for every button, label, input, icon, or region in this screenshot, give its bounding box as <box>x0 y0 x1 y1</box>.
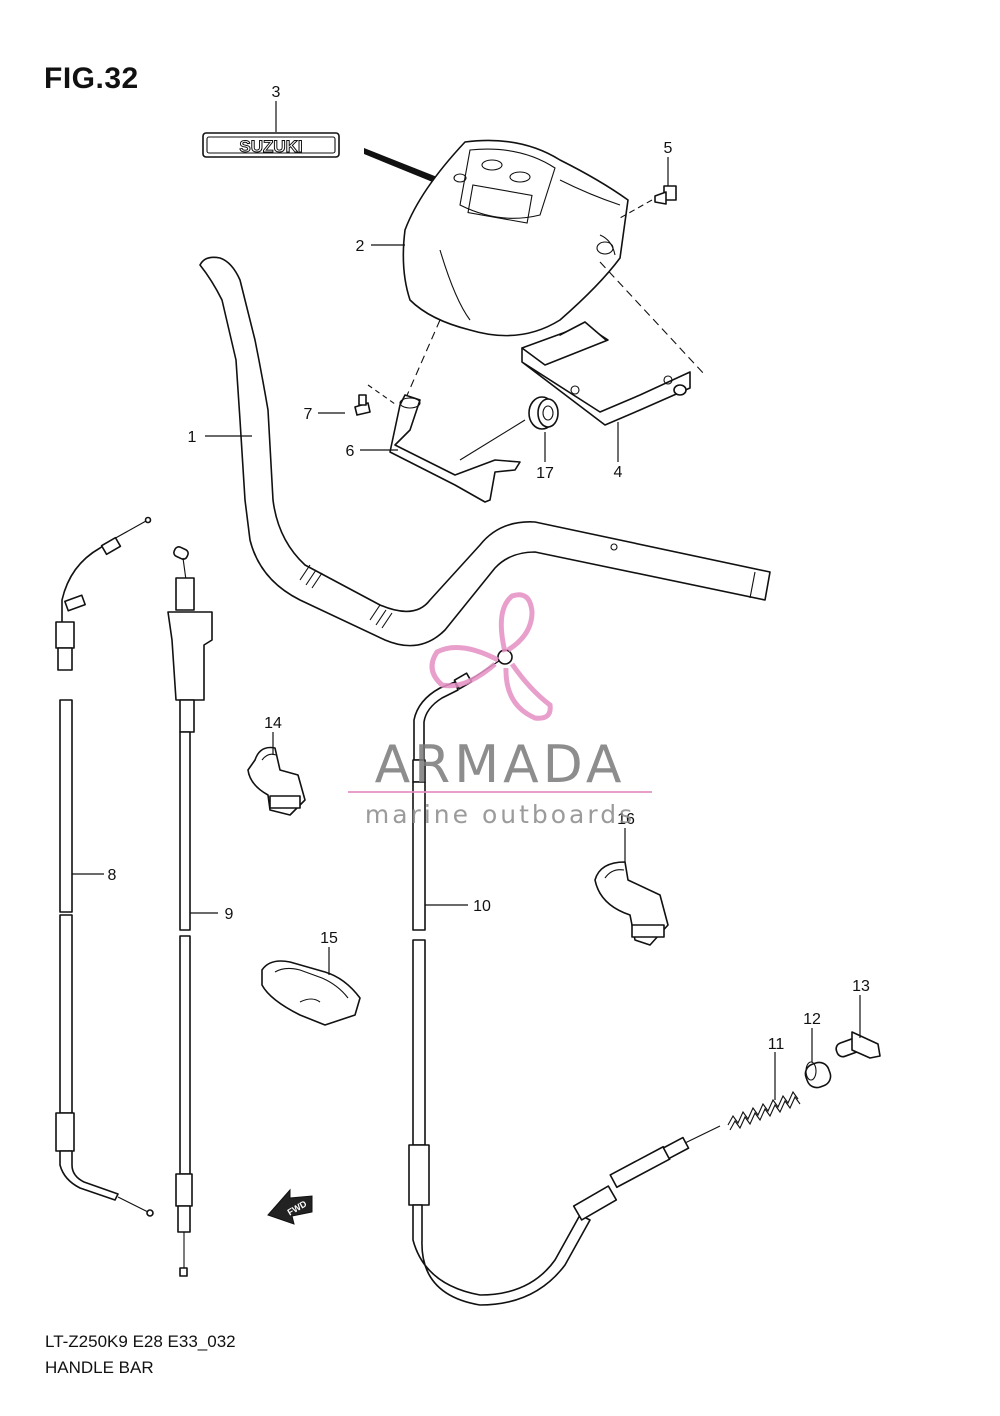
callout-11: 11 <box>768 1036 785 1053</box>
callout-16: 16 <box>617 811 635 828</box>
lower-bracket <box>389 394 521 503</box>
handlebar-cover <box>402 139 629 337</box>
cable-8 <box>55 516 154 1217</box>
bracket-screw <box>354 394 371 416</box>
clamp-16 <box>594 861 669 946</box>
cover-bracket <box>521 321 691 426</box>
diagram-code: LT-Z250K9 E28 E33_032 <box>45 1332 236 1351</box>
brake-cable <box>408 649 721 1306</box>
handlebar <box>199 256 771 647</box>
callout-6: 6 <box>346 443 355 460</box>
watermark-tagline: marine outboards <box>365 800 635 829</box>
callout-4: 4 <box>614 464 623 481</box>
callout-13: 13 <box>852 978 870 995</box>
figure-title: FIG.32 <box>44 62 139 95</box>
propeller-logo-icon <box>429 592 553 721</box>
callout-15: 15 <box>320 930 338 947</box>
callout-12: 12 <box>803 1011 821 1028</box>
joint <box>804 1061 832 1089</box>
callout-17: 17 <box>536 465 554 482</box>
throttle-cable <box>167 546 213 1277</box>
spring <box>727 1090 801 1131</box>
callout-5: 5 <box>664 140 673 157</box>
callout-numbers: 1 2 3 4 5 6 7 8 9 10 11 12 13 14 15 16 1… <box>108 84 870 1053</box>
callout-8: 8 <box>108 867 117 884</box>
holder-15 <box>261 960 361 1026</box>
diagram-name: HANDLE BAR <box>45 1358 154 1377</box>
watermark-brand: ARMADA <box>375 735 626 795</box>
callout-14: 14 <box>264 715 282 732</box>
pin <box>835 1031 881 1059</box>
clamp-14 <box>247 746 306 816</box>
emblem-label: SUZUKI <box>239 137 302 156</box>
armada-watermark: ARMADA marine outboards <box>348 592 652 829</box>
cover-screw <box>654 185 677 205</box>
callout-10: 10 <box>473 898 491 915</box>
fwd-arrow-icon: FWD <box>267 1188 313 1225</box>
callout-1: 1 <box>188 429 197 446</box>
callout-2: 2 <box>356 238 365 255</box>
callout-3: 3 <box>272 84 281 101</box>
grommet <box>528 396 559 430</box>
suzuki-emblem: SUZUKI <box>202 132 340 158</box>
leader-lines <box>72 101 861 1100</box>
callout-9: 9 <box>225 906 234 923</box>
callout-7: 7 <box>304 406 313 423</box>
